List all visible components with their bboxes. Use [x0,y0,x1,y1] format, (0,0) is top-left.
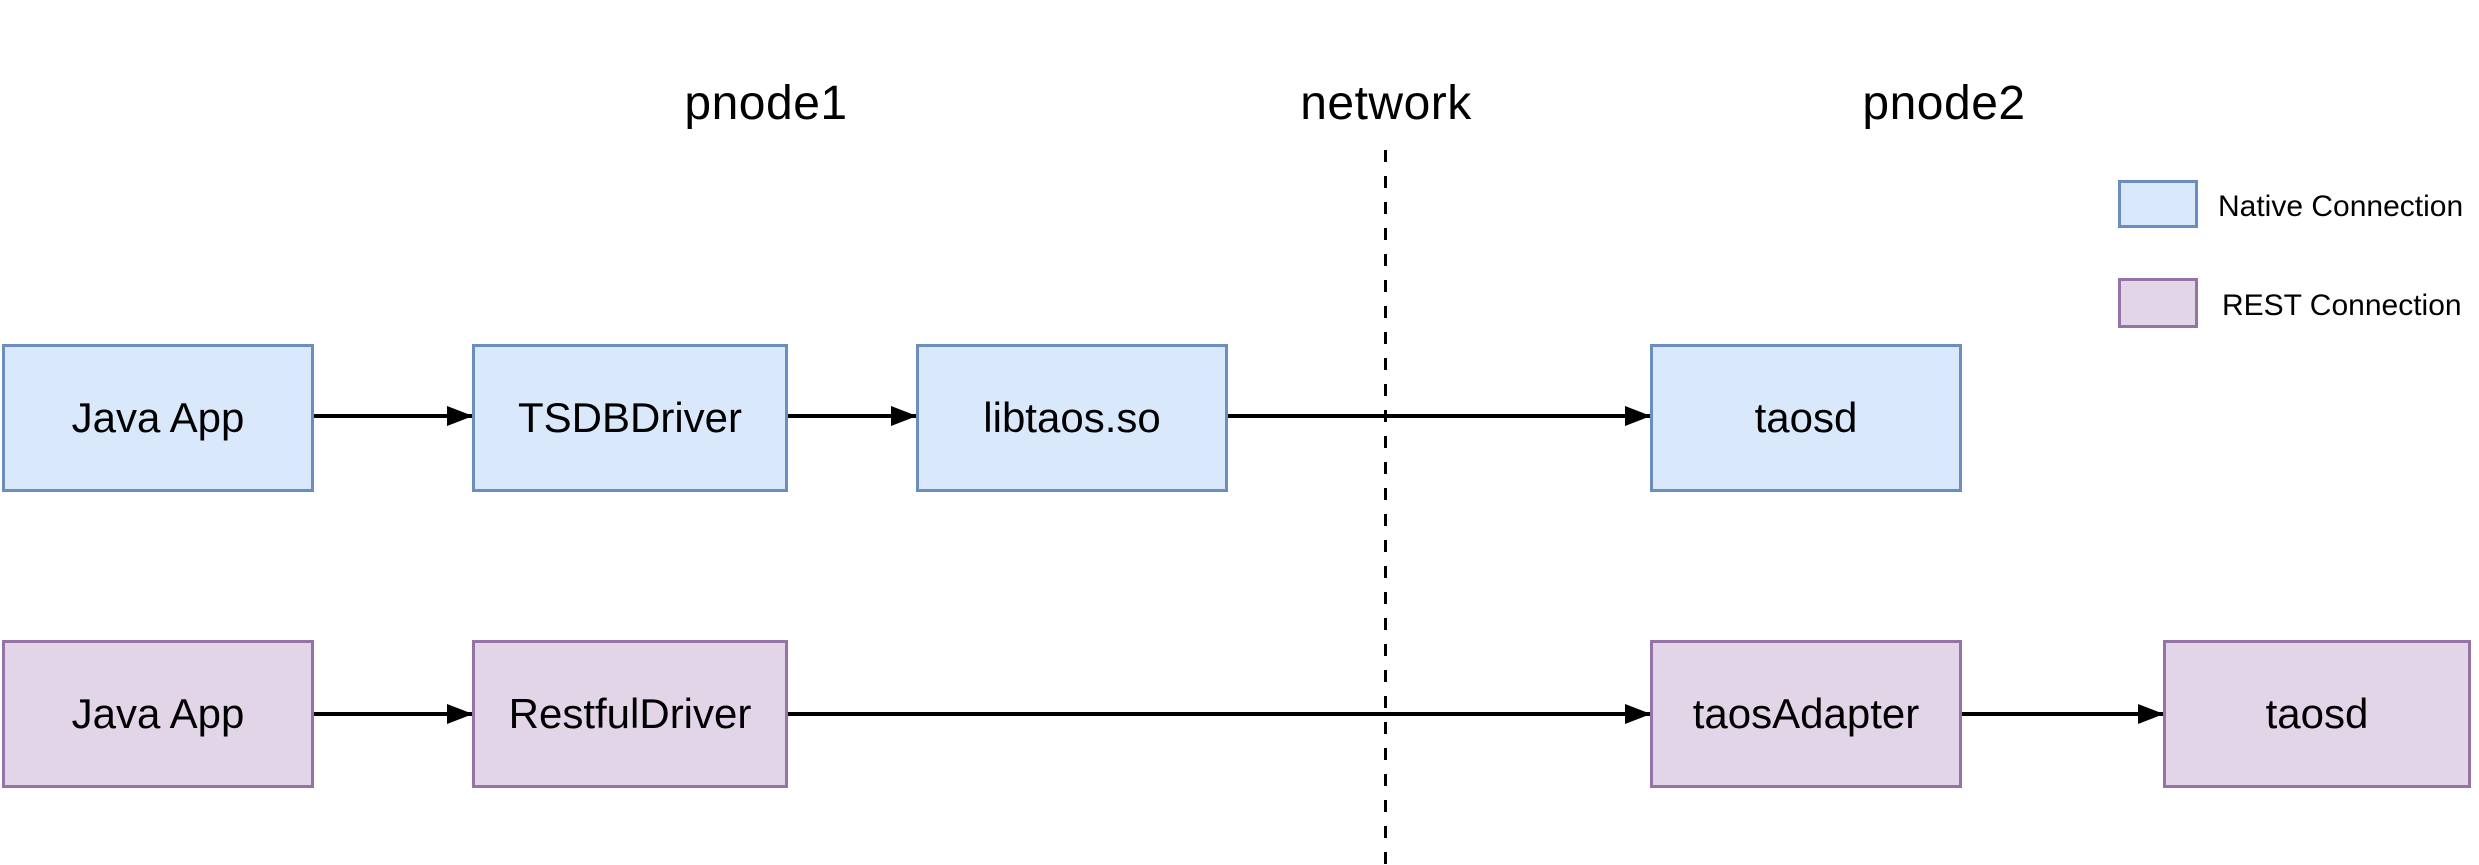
network-divider-dashed-line [1384,150,1387,865]
legend-swatch-native-connection [2118,180,2198,228]
legend-swatch-rest-connection [2118,278,2198,328]
column-header-network: network [1300,77,1472,130]
node-java-app-native: Java App [2,344,314,492]
arrow-javaapp-to-tsdbdriver [314,414,472,418]
node-java-app-rest: Java App [2,640,314,788]
column-header-pnode2: pnode2 [1862,77,2026,130]
arrow-restfuldriver-to-taosadapter [788,712,1650,716]
column-header-pnode1: pnode1 [684,77,848,130]
arrow-javaapp-to-restfuldriver [314,712,472,716]
legend-label-native-connection: Native Connection [2218,190,2464,223]
node-taosd-native: taosd [1650,344,1962,492]
arrow-taosadapter-to-taosd [1962,712,2163,716]
node-libtaos-so: libtaos.so [916,344,1228,492]
node-taosadapter: taosAdapter [1650,640,1962,788]
legend-label-rest-connection: REST Connection [2222,289,2462,322]
node-taosd-rest: taosd [2163,640,2471,788]
node-restfuldriver: RestfulDriver [472,640,788,788]
node-tsdbdriver: TSDBDriver [472,344,788,492]
arrow-tsdbdriver-to-libtaos [788,414,916,418]
arrow-libtaos-to-taosd [1228,414,1650,418]
